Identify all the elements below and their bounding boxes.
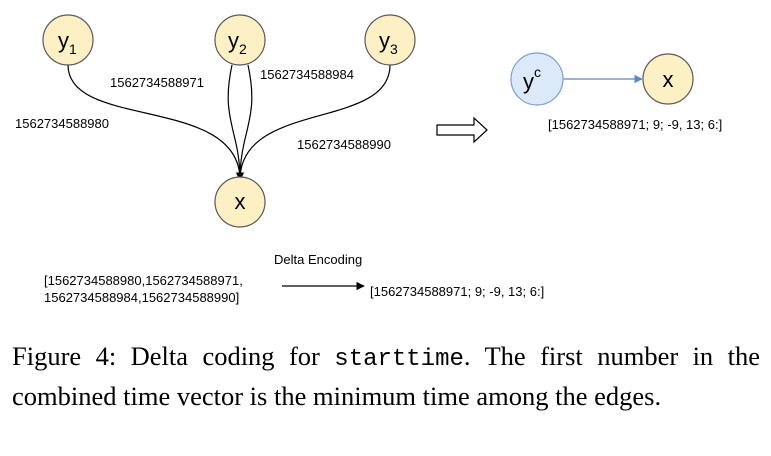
encoding-input-line2: 1562734588984,1562734588990] — [44, 290, 239, 305]
edge-y2-x-left — [227, 64, 241, 181]
edge-y1-x — [67, 64, 241, 181]
node-y2: y2 — [214, 14, 266, 66]
svg-text:y2: y2 — [228, 28, 247, 57]
combined-vector-label: [1562734588971; 9; -9, 13; 6:] — [548, 117, 722, 132]
edge-label-y1: 1562734588980 — [15, 116, 109, 131]
node-x-right: x — [642, 53, 694, 105]
node-y3-base: y — [379, 28, 390, 53]
edge-label-y2b: 1562734588984 — [260, 67, 354, 82]
node-y3-sub: 3 — [390, 41, 398, 57]
node-yc-base: y — [523, 69, 534, 94]
encoding-input-line1: [1562734588980,1562734588971, — [44, 273, 243, 288]
delta-encoding-title: Delta Encoding — [274, 252, 362, 267]
node-y1: y1 — [42, 14, 94, 66]
caption-code: starttime — [334, 346, 464, 373]
edge-label-y2: 1562734588971 — [110, 75, 204, 90]
svg-text:y1: y1 — [58, 28, 77, 57]
edge-y2-x-right — [239, 64, 253, 181]
edge-y3-x — [235, 64, 391, 181]
svg-text:y3: y3 — [379, 28, 398, 57]
edge-label-y3: 1562734588990 — [297, 137, 391, 152]
node-y3: y3 — [364, 14, 416, 66]
node-x-left: x — [214, 176, 266, 228]
transform-arrow — [436, 116, 488, 144]
node-y2-sub: 2 — [239, 41, 247, 57]
delta-coding-diagram: y1 y2 y3 x 1562734588980 1562734588971 1… — [15, 14, 722, 305]
svg-text:yc: yc — [523, 64, 541, 94]
node-y1-sub: 1 — [69, 41, 77, 57]
node-x-right-label: x — [663, 67, 674, 92]
node-x-left-label: x — [235, 189, 246, 214]
node-yc: yc — [510, 52, 564, 106]
node-yc-sup: c — [534, 64, 541, 80]
node-y1-base: y — [58, 28, 69, 53]
encoding-output: [1562734588971; 9; -9, 13; 6:] — [370, 284, 544, 299]
figure-caption: Figure 4: Delta coding for starttime. Th… — [12, 338, 760, 415]
caption-prefix: Figure 4: Delta coding for — [12, 341, 335, 371]
node-y2-base: y — [228, 28, 239, 53]
caption-suffix: . The first number in the combined time … — [12, 341, 760, 411]
